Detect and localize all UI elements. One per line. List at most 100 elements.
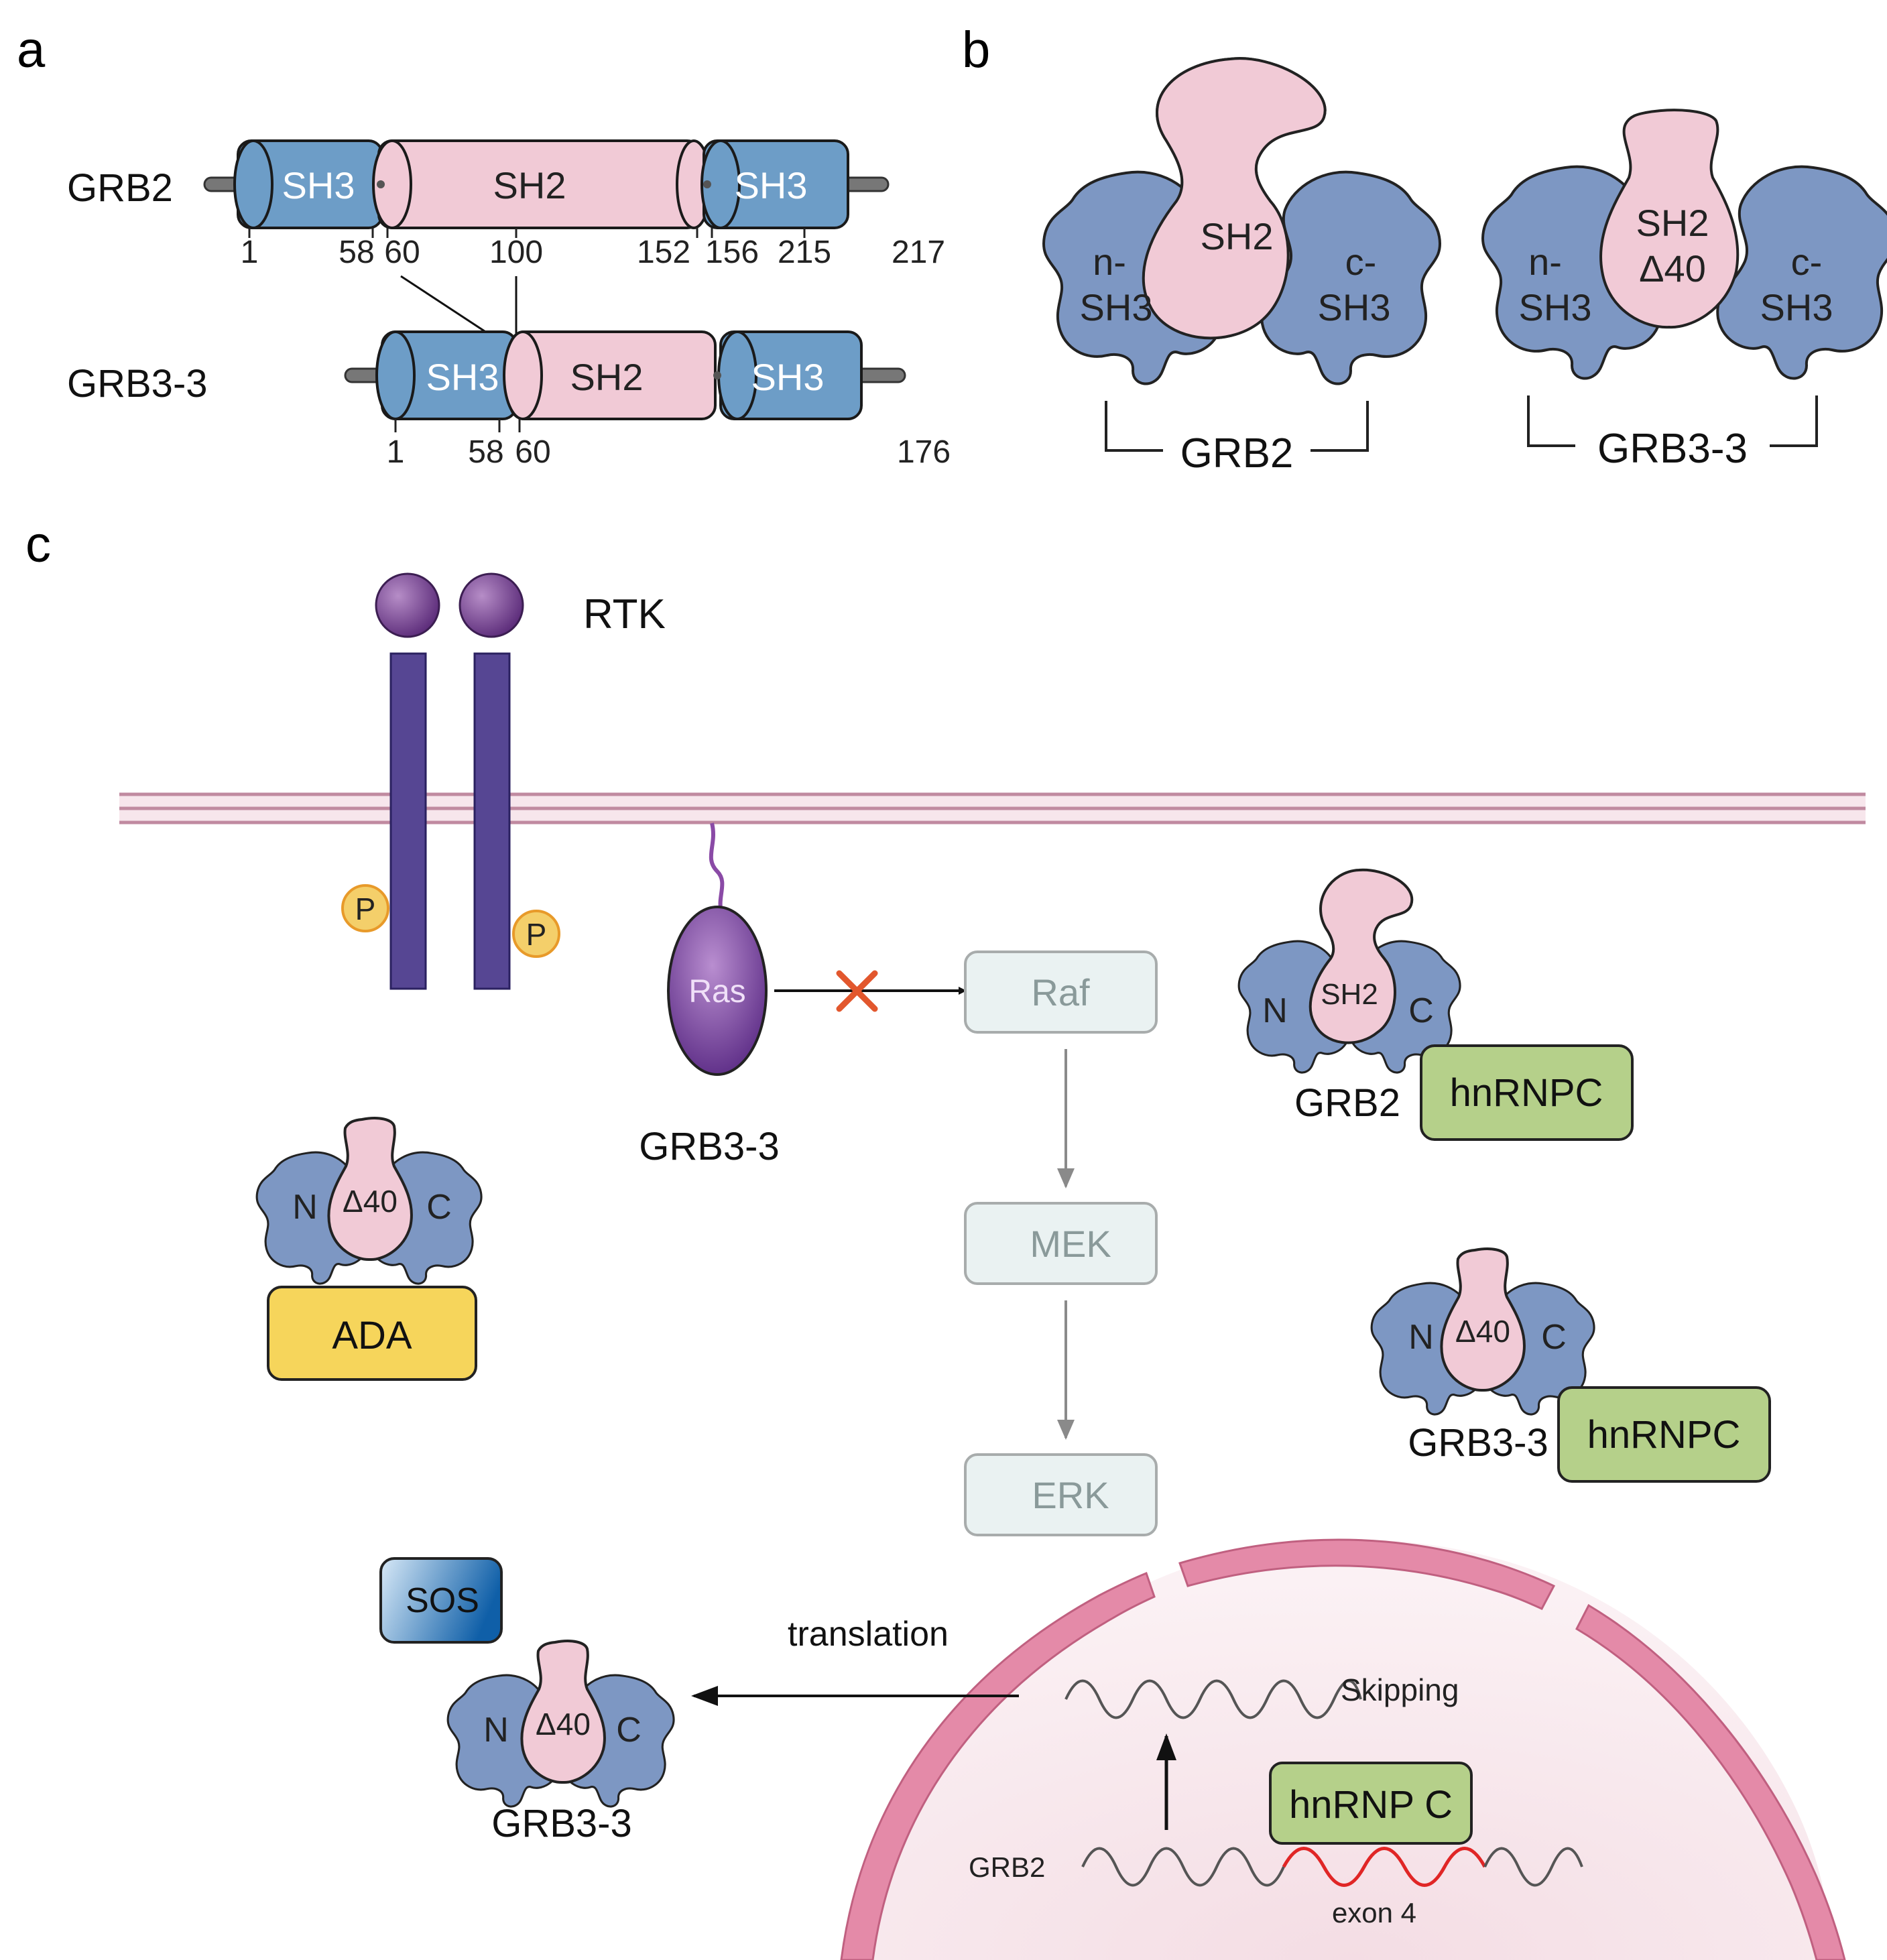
panel-label-b: b <box>962 21 990 78</box>
hnrnpc-box-2 <box>1557 1386 1771 1483</box>
mek-box <box>964 1202 1158 1285</box>
grb2-b-nsh3-top: n- <box>1093 241 1126 283</box>
grb2-hnrnpc-complex <box>1237 868 1634 1141</box>
grb2-bracket <box>1105 401 1369 452</box>
sos-c-c: C <box>616 1711 642 1750</box>
ras-label: Ras <box>688 974 745 1009</box>
grb2-pos-217: 217 <box>892 235 945 270</box>
sos-box <box>379 1557 503 1644</box>
grb33-pos-60: 60 <box>515 434 550 470</box>
grb33-hnrnpc-complex <box>1370 1247 1771 1483</box>
rtk-receptor <box>341 572 560 990</box>
mapk-cascade <box>964 951 1158 1536</box>
raf-label: Raf <box>1031 971 1090 1014</box>
grb2-pos-60: 60 <box>384 235 420 270</box>
grb33-sh2-body <box>1599 109 1740 329</box>
grb33-pos-58: 58 <box>468 434 503 470</box>
nucleus <box>840 1538 1846 1960</box>
grb2-domain-label-1: SH3 <box>282 164 355 206</box>
hnrnpc-label-2: hnRNPC <box>1587 1413 1741 1457</box>
grb2-pos-152: 152 <box>637 235 690 270</box>
grb33-construct <box>344 330 906 420</box>
grb33-b-nsh3-bottom: SH3 <box>1519 286 1592 328</box>
grb2-pos-100: 100 <box>489 235 543 270</box>
grb2-b-csh3-bottom: SH3 <box>1318 286 1391 328</box>
grb33-b-nsh3-top: n- <box>1528 241 1562 283</box>
grb33-b-sh2-top: SH2 <box>1636 202 1709 244</box>
ada-box <box>267 1286 477 1381</box>
phospho-1 <box>341 884 389 932</box>
grb2-sh2-front <box>1142 57 1327 340</box>
grb2-pos-58: 58 <box>339 235 374 270</box>
grb2-domain-label-3: SH3 <box>735 164 808 206</box>
grb2-b-csh3-top: c- <box>1345 241 1377 283</box>
hnrnpc-label-1: hnRNPC <box>1450 1071 1603 1115</box>
grb33-b-csh3-top: c- <box>1791 241 1823 283</box>
ras-anchor <box>709 822 725 909</box>
sos-complex <box>379 1557 675 1808</box>
hnrnp-c-box <box>1269 1762 1473 1845</box>
phospho-label-2: P <box>526 917 547 952</box>
panel-b-grb2: SH2 n- SH3 c- SH3 GRB2 <box>1042 57 1442 477</box>
grb2-name: GRB2 <box>67 166 173 210</box>
erk-label: ERK <box>1032 1474 1109 1516</box>
ada-c-c: C <box>426 1188 452 1227</box>
grb33-b-label: GRB3-3 <box>1597 426 1748 472</box>
grb2-pos-156: 156 <box>705 235 759 270</box>
exon4-label: exon 4 <box>1332 1897 1416 1928</box>
sos-c-n: N <box>483 1711 509 1750</box>
skipping-mrna <box>1064 1679 1362 1719</box>
ada-c-n: N <box>292 1188 318 1227</box>
grb2-b-nsh3-bottom: SH3 <box>1080 286 1153 328</box>
mrna-grb2-label: GRB2 <box>969 1851 1045 1883</box>
ada-label: ADA <box>332 1314 412 1357</box>
raf-box <box>964 951 1158 1034</box>
grb2-pos-1: 1 <box>241 235 259 270</box>
grb2-domain-label-2: SH2 <box>493 164 566 206</box>
grb2-b-sh2: SH2 <box>1201 215 1274 257</box>
sos-grb33-label: GRB3-3 <box>491 1802 632 1845</box>
sos-label: SOS <box>406 1581 479 1620</box>
grb2-c-label: GRB2 <box>1294 1081 1400 1125</box>
grb2-c-sh2: SH2 <box>1321 978 1378 1011</box>
exon4-segment <box>1282 1847 1487 1887</box>
grb33-domain-label-1: SH3 <box>426 356 499 398</box>
grb33-domain-label-3: SH3 <box>751 356 825 398</box>
phospho-2 <box>512 910 560 958</box>
mek-label: MEK <box>1030 1223 1111 1265</box>
erk-box <box>964 1453 1158 1536</box>
grb33-c-label: GRB3-3 <box>1408 1421 1548 1465</box>
panel-label-a: a <box>17 21 46 78</box>
grb33-c-n: N <box>1408 1318 1434 1357</box>
panel-label-c: c <box>25 516 51 573</box>
grb33-bracket <box>1527 395 1818 447</box>
grb2-c-c: C <box>1408 991 1434 1030</box>
sos-c-delta: Δ40 <box>536 1707 591 1741</box>
panel-a <box>203 139 890 229</box>
ras-protein <box>667 906 768 1076</box>
grb2-pos-215: 215 <box>778 235 831 270</box>
panel-b-grb33: SH2 Δ40 n- SH3 c- SH3 GRB3-3 <box>1481 109 1887 472</box>
grb33-name: GRB3-3 <box>67 362 208 406</box>
hnrnp-c-label: hnRNP C <box>1289 1783 1453 1827</box>
grb2-pre-mrna <box>1081 1847 1285 1887</box>
phospho-label-1: P <box>355 892 376 926</box>
grb33-c-delta: Δ40 <box>1455 1314 1510 1349</box>
grb33-pos-1: 1 <box>387 434 405 470</box>
cell-membrane <box>119 792 1866 824</box>
grb33-b-csh3-bottom: SH3 <box>1760 286 1833 328</box>
grb33-b-sh2-bottom: Δ40 <box>1639 247 1706 290</box>
hnrnpc-box-1 <box>1420 1044 1634 1141</box>
block-x-icon <box>836 970 878 1012</box>
grb33-c-c: C <box>1541 1318 1567 1357</box>
rtk-label: RTK <box>583 591 666 637</box>
grb33-domain-label-2: SH2 <box>570 356 644 398</box>
grb2-c-n: N <box>1262 991 1288 1030</box>
skipping-label: Skipping <box>1341 1672 1459 1707</box>
grb33-pos-176: 176 <box>897 434 951 470</box>
ada-c-delta: Δ40 <box>343 1184 398 1219</box>
translation-label: translation <box>788 1615 949 1654</box>
ras-grb33-label: GRB3-3 <box>639 1125 780 1168</box>
grb2-b-label: GRB2 <box>1180 430 1294 477</box>
